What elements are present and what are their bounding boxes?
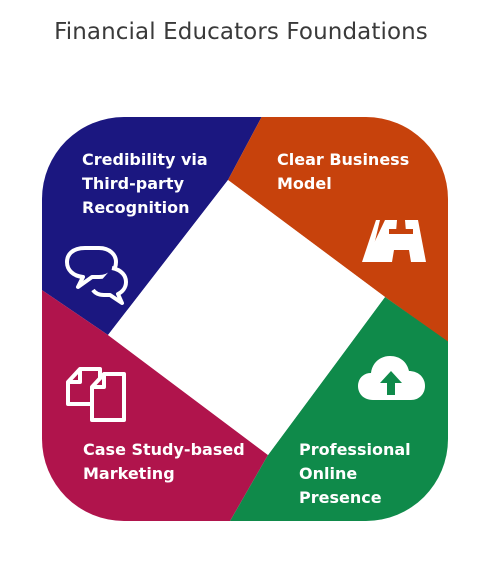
quadrant-top-right-label: Clear Business Model bbox=[277, 150, 415, 193]
quadrant-top-left-line-1: Credibility via bbox=[82, 150, 208, 169]
quadrant-top-left-line-2: Third-party bbox=[82, 174, 185, 193]
quadrant-bottom-left-line-1: Case Study-based bbox=[83, 440, 245, 459]
quadrant-bottom-right-line-1: Professional bbox=[299, 440, 411, 459]
quadrant-top-right-line-2: Model bbox=[277, 174, 332, 193]
quadrant-bottom-right bbox=[222, 297, 448, 521]
quadrant-bottom-right-line-3: Presence bbox=[299, 488, 382, 507]
documents-icon bbox=[66, 367, 126, 422]
road-icon bbox=[362, 220, 426, 262]
center-square bbox=[108, 180, 385, 455]
quadrant-bottom-left bbox=[42, 282, 268, 521]
speech-bubbles-icon bbox=[65, 246, 128, 305]
quadrant-top-right-line-1: Clear Business bbox=[277, 150, 409, 169]
cloud-upload-icon bbox=[358, 356, 425, 400]
quadrant-top-left-label: Credibility via Third-party Recognition bbox=[82, 150, 213, 217]
quadrant-top-left-line-3: Recognition bbox=[82, 198, 190, 217]
quadrant-bottom-left-label: Case Study-based Marketing bbox=[83, 440, 250, 483]
quadrant-bottom-right-line-2: Online bbox=[299, 464, 357, 483]
quadrant-bottom-left-line-2: Marketing bbox=[83, 464, 175, 483]
quadrant-top-right bbox=[228, 117, 448, 350]
quadrant-bottom-right-label: Professional Online Presence bbox=[299, 440, 416, 507]
diagram-title: Financial Educators Foundations bbox=[54, 19, 428, 45]
